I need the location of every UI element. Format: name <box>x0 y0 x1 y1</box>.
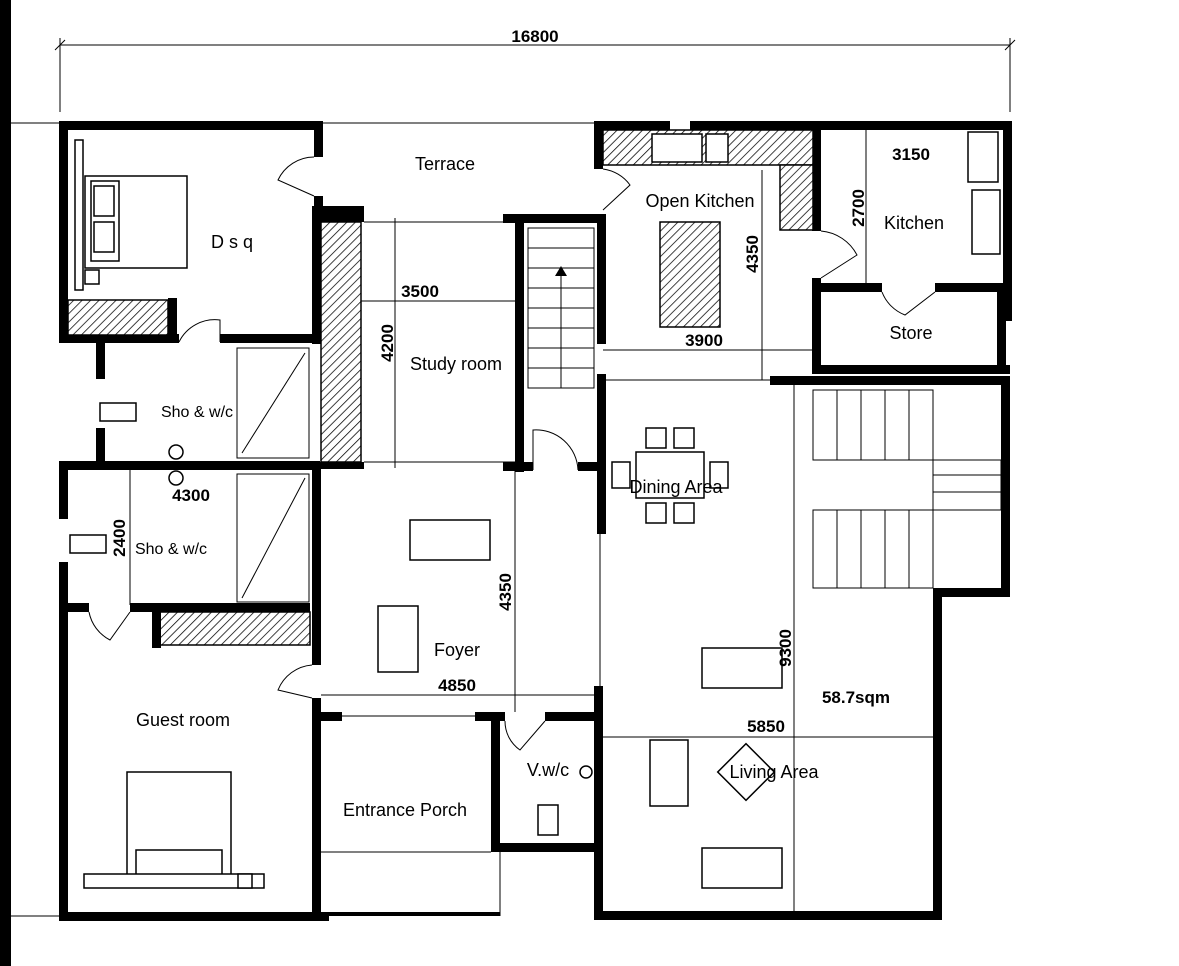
shower-width-dimension: 4300 <box>172 486 210 505</box>
guest-room-label: Guest room <box>136 710 230 730</box>
sho-wc-2-label: Sho & w/c <box>135 541 207 558</box>
terrace-label: Terrace <box>415 154 475 174</box>
furniture <box>69 131 1001 889</box>
entrance-porch-label: Entrance Porch <box>343 800 467 820</box>
open-kitchen-depth-dimension: 4350 <box>743 235 762 273</box>
dsq-label: D s q <box>211 232 253 252</box>
study-room-label: Study room <box>410 354 502 374</box>
thin-lines <box>88 122 1002 916</box>
open-kitchen-width-dimension: 3900 <box>685 331 723 350</box>
kitchen-width-dimension: 3150 <box>892 145 930 164</box>
dining-area-label: Dining Area <box>629 477 723 497</box>
sho-wc-1-label: Sho & w/c <box>161 404 233 421</box>
study-width-dimension: 3500 <box>401 282 439 301</box>
living-width-dimension: 5850 <box>747 717 785 736</box>
living-depth-dimension: 9300 <box>776 629 795 667</box>
living-area-label: Living Area <box>729 762 819 782</box>
kitchen-depth-dimension: 2700 <box>849 189 868 227</box>
store-label: Store <box>889 323 932 343</box>
living-area-size-label: 58.7sqm <box>822 688 890 707</box>
foyer-depth-dimension: 4350 <box>496 573 515 611</box>
left-margin-bar <box>0 0 11 966</box>
foyer-width-dimension: 4850 <box>438 676 476 695</box>
study-depth-dimension: 4200 <box>378 324 397 362</box>
shower-depth-dimension: 2400 <box>110 519 129 557</box>
vwc-label: V.w/c <box>527 760 569 780</box>
kitchen-label: Kitchen <box>884 213 944 233</box>
overall-dimension-label: 16800 <box>511 27 558 46</box>
overall-dimension-line <box>11 38 1016 917</box>
open-kitchen-label: Open Kitchen <box>645 191 754 211</box>
foyer-label: Foyer <box>434 640 480 660</box>
